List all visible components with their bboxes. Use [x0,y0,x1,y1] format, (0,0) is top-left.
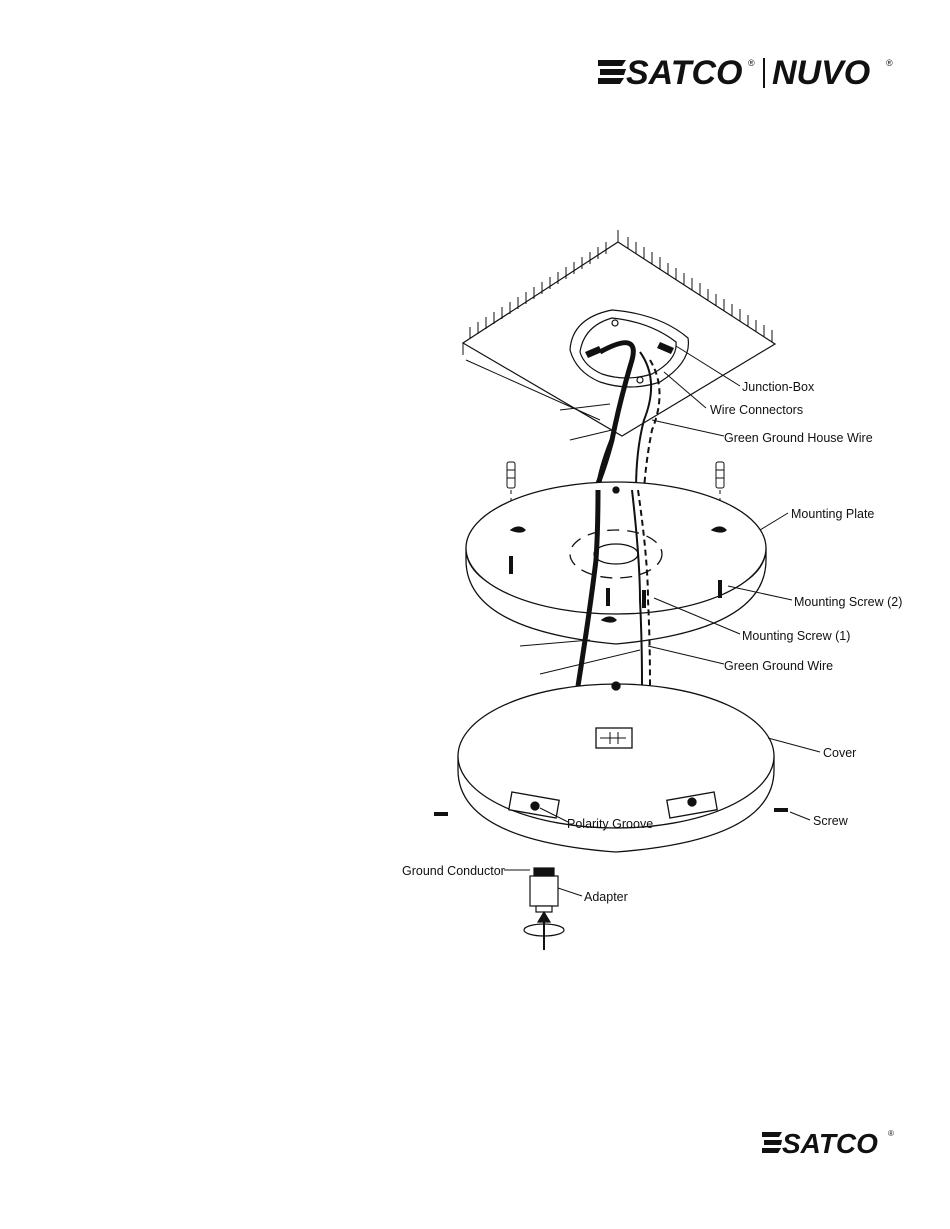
label-polarity-groove: Polarity Groove [567,817,653,831]
label-ground-conductor: Ground Conductor [402,864,505,878]
satco-mark-icon-bottom [762,1132,782,1153]
label-green-ground-house-wire: Green Ground House Wire [724,431,873,445]
bottom-brand-satco: SATCO [782,1128,878,1159]
label-adapter: Adapter [584,890,628,904]
adapter [524,868,564,950]
label-junction-box: Junction-Box [742,380,814,394]
label-mounting-screw-1: Mounting Screw (1) [742,629,850,643]
label-mounting-plate: Mounting Plate [791,507,874,521]
registered-mark-3: ® [888,1129,894,1138]
label-mounting-screw-2: Mounting Screw (2) [794,595,902,609]
satco-logo-bottom: SATCO ® [760,1126,900,1160]
label-green-ground-wire: Green Ground Wire [724,659,833,673]
label-screw: Screw [813,814,848,828]
wall-anchor-left [507,462,515,488]
wall-anchor-right [716,462,724,488]
label-cover: Cover [823,746,856,760]
label-wire-connectors: Wire Connectors [710,403,803,417]
